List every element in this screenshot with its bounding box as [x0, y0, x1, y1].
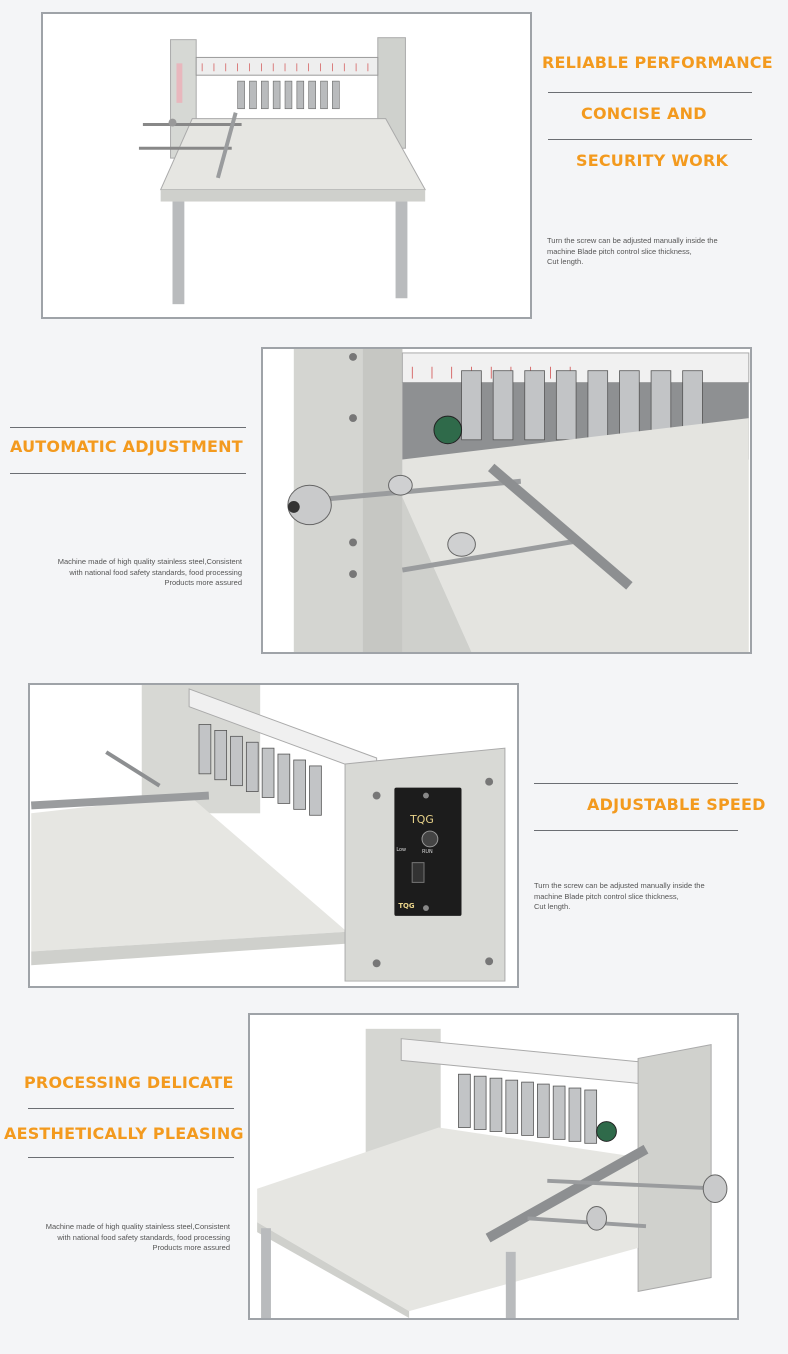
desc-line: Products more assured: [164, 578, 242, 587]
divider: [10, 473, 246, 474]
desc-line: Products more assured: [152, 1243, 230, 1252]
divider: [10, 427, 246, 428]
divider: [548, 139, 752, 140]
feature-section-delicate: PROCESSING DELICATE AESTHETICALLY PLEASI…: [0, 1005, 788, 1354]
heading-security-work: SECURITY WORK: [576, 151, 729, 170]
speed-control-illustration: TQG Low RUN TQG: [31, 685, 516, 986]
feature-section-automatic: AUTOMATIC ADJUSTMENT Machine made of hig…: [0, 335, 788, 675]
divider: [28, 1157, 234, 1158]
panel-low: Low: [396, 847, 406, 853]
panel-brand: TQG: [409, 813, 434, 826]
cutting-machine-angled-illustration: [251, 1015, 736, 1318]
description-text: Machine made of high quality stainless s…: [28, 1222, 230, 1254]
heading-processing-delicate: PROCESSING DELICATE: [24, 1073, 234, 1092]
divider: [534, 830, 738, 831]
desc-line: machine Blade pitch control slice thickn…: [547, 246, 692, 256]
desc-line: machine Blade pitch control slice thickn…: [534, 891, 679, 901]
adjustment-screws-illustration: [264, 349, 750, 652]
cutting-machine-front-illustration: [44, 14, 529, 317]
description-text: Turn the screw can be adjusted manually …: [534, 881, 705, 913]
product-photo-angled: [248, 1013, 739, 1320]
heading-concise-and: CONCISE AND: [581, 104, 707, 123]
heading-aesthetically-pleasing: AESTHETICALLY PLEASING: [4, 1124, 244, 1143]
divider: [548, 92, 752, 93]
desc-line: Machine made of high quality stainless s…: [57, 557, 242, 566]
description-text: Turn the screw can be adjusted manually …: [547, 236, 718, 268]
feature-section-reliable: RELIABLE PERFORMANCE CONCISE AND SECURIT…: [0, 0, 788, 335]
desc-line: Turn the screw can be adjusted manually …: [534, 881, 705, 890]
desc-line: Turn the screw can be adjusted manually …: [547, 236, 718, 245]
divider: [534, 783, 738, 784]
panel-logo: TQG: [398, 902, 415, 910]
feature-section-speed: TQG Low RUN TQG ADJUSTABLE SPEED Turn th…: [0, 675, 788, 1005]
product-photo-speed-control: TQG Low RUN TQG: [28, 683, 519, 988]
heading-automatic-adjustment: AUTOMATIC ADJUSTMENT: [10, 437, 243, 456]
desc-line: with national food safety standards, foo…: [57, 1232, 230, 1242]
divider: [28, 1108, 234, 1109]
product-photo-front: [41, 12, 532, 319]
description-text: Machine made of high quality stainless s…: [40, 557, 242, 589]
desc-line: Cut length.: [534, 902, 571, 911]
heading-adjustable-speed: ADJUSTABLE SPEED: [587, 795, 766, 814]
heading-reliable-performance: RELIABLE PERFORMANCE: [542, 53, 773, 72]
desc-line: with national food safety standards, foo…: [69, 567, 242, 577]
desc-line: Cut length.: [547, 257, 584, 266]
panel-run: RUN: [422, 849, 433, 855]
product-photo-closeup-screws: [261, 347, 752, 654]
desc-line: Machine made of high quality stainless s…: [45, 1222, 230, 1231]
